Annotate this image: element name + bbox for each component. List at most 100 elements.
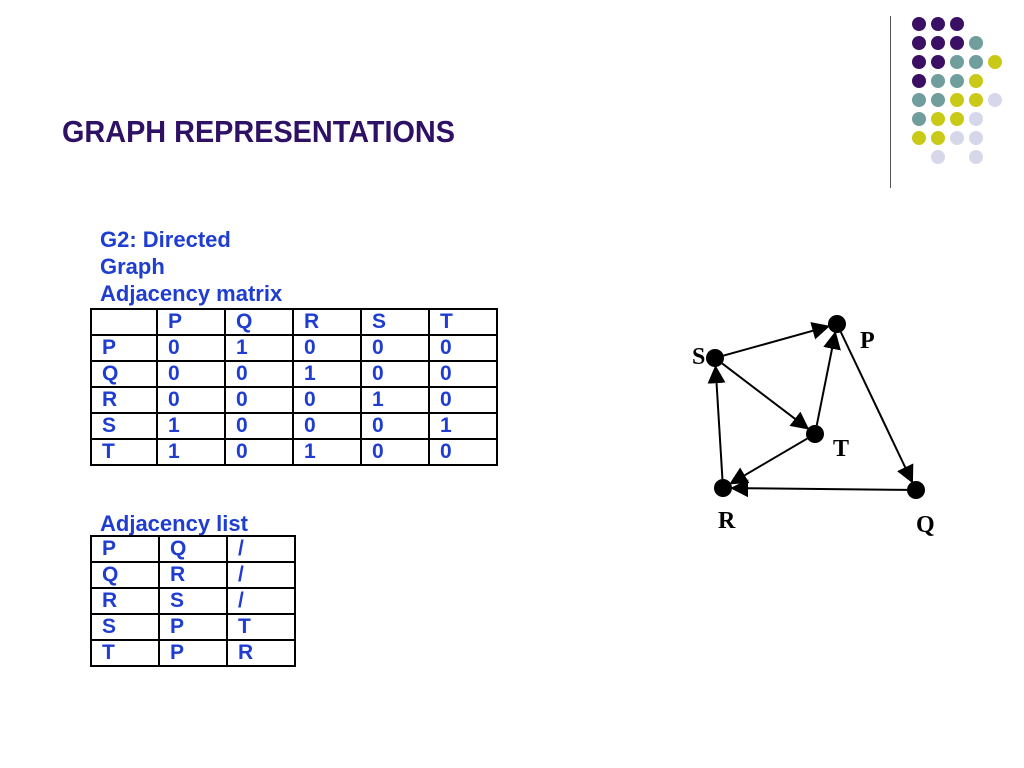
list-cell: R: [90, 587, 160, 615]
matrix-row-label: S: [90, 412, 158, 440]
matrix-cell: 0: [428, 438, 498, 466]
list-cell: S: [158, 587, 228, 615]
node-P: [828, 315, 846, 333]
node-label-S: S: [692, 344, 705, 370]
matrix-cell: 0: [156, 360, 226, 388]
matrix-cell: 1: [428, 412, 498, 440]
decorative-dot: [950, 112, 964, 126]
matrix-cell: 0: [224, 438, 294, 466]
list-cell: /: [226, 561, 296, 589]
list-cell: T: [90, 639, 160, 667]
matrix-row-label: Q: [90, 360, 158, 388]
matrix-cell: 1: [292, 360, 362, 388]
matrix-cell: 0: [156, 334, 226, 362]
list-cell: R: [226, 639, 296, 667]
adjacency-matrix-table: P Q R S T P 0 1 0 0 0 Q 0 0 1 0 0 R 0 0 …: [90, 308, 498, 466]
decorative-dot: [969, 93, 983, 107]
node-Q: [907, 481, 925, 499]
matrix-cell: 0: [224, 412, 294, 440]
list-cell: P: [158, 639, 228, 667]
list-cell: T: [226, 613, 296, 641]
decorative-dot: [931, 93, 945, 107]
matrix-cell: 0: [360, 360, 430, 388]
edge-T-R: [729, 437, 808, 485]
matrix-cell: 1: [292, 438, 362, 466]
matrix-row-label: P: [90, 334, 158, 362]
matrix-cell: 1: [360, 386, 430, 414]
matrix-header-row: P Q R S T: [90, 308, 498, 336]
node-R: [714, 479, 732, 497]
edge-T-P: [815, 331, 841, 426]
decorative-dot: [912, 74, 926, 88]
matrix-header-cell: T: [428, 308, 498, 336]
matrix-row: R 0 0 0 1 0: [90, 386, 498, 414]
decorative-dot: [931, 150, 945, 164]
list-row: P Q /: [90, 535, 296, 563]
matrix-corner-cell: [90, 308, 158, 336]
matrix-cell: 0: [428, 334, 498, 362]
list-cell: S: [90, 613, 160, 641]
edge-R-S: [707, 365, 726, 480]
decorative-dot: [969, 131, 983, 145]
matrix-cell: 1: [156, 412, 226, 440]
node-label-Q: Q: [916, 512, 935, 538]
decorative-dot: [912, 131, 926, 145]
decorative-dot: [969, 36, 983, 50]
slide-title: GRAPH REPRESENTATIONS: [62, 114, 455, 149]
decorative-dot: [912, 93, 926, 107]
decorative-dot: [969, 55, 983, 69]
edge-S-T: [721, 362, 810, 430]
decorative-dot: [988, 93, 1002, 107]
list-cell: /: [226, 587, 296, 615]
matrix-row: T 1 0 1 0 0: [90, 438, 498, 466]
matrix-caption-line: G2: Directed: [100, 227, 231, 252]
decorative-dot: [912, 112, 926, 126]
decorative-dot: [912, 36, 926, 50]
matrix-header-cell: S: [360, 308, 430, 336]
matrix-header-cell: R: [292, 308, 362, 336]
matrix-caption-line: Graph: [100, 254, 165, 279]
list-row: Q R /: [90, 561, 296, 589]
list-cell: Q: [158, 535, 228, 563]
matrix-caption-line: Adjacency matrix: [100, 281, 283, 306]
matrix-row: P 0 1 0 0 0: [90, 334, 498, 362]
decorative-dot: [912, 55, 926, 69]
decorative-dot: [931, 112, 945, 126]
matrix-row: S 1 0 0 0 1: [90, 412, 498, 440]
matrix-row: Q 0 0 1 0 0: [90, 360, 498, 388]
decorative-dot: [931, 131, 945, 145]
node-T: [806, 425, 824, 443]
matrix-caption: G2: Directed Graph Adjacency matrix: [100, 226, 282, 307]
decorative-dot: [988, 55, 1002, 69]
edge-S-P: [723, 322, 831, 357]
decorative-divider: [890, 16, 891, 188]
matrix-cell: 0: [360, 438, 430, 466]
decorative-dot: [950, 55, 964, 69]
list-cell: P: [158, 613, 228, 641]
edge-Q-R: [730, 479, 908, 498]
list-caption: Adjacency list: [100, 511, 248, 536]
matrix-cell: 0: [292, 334, 362, 362]
decorative-dot: [950, 17, 964, 31]
list-row: R S /: [90, 587, 296, 615]
node-S: [706, 349, 724, 367]
decorative-dot: [969, 74, 983, 88]
matrix-row-label: R: [90, 386, 158, 414]
matrix-header-cell: Q: [224, 308, 294, 336]
matrix-cell: 1: [156, 438, 226, 466]
decorative-dot: [950, 74, 964, 88]
edge-P-Q: [839, 331, 914, 484]
decorative-dot-pattern: [912, 17, 1002, 164]
list-row: S P T: [90, 613, 296, 641]
decorative-dot: [931, 55, 945, 69]
matrix-cell: 0: [428, 360, 498, 388]
adjacency-list-table: P Q / Q R / R S / S P T T P R: [90, 535, 296, 667]
matrix-cell: 0: [224, 360, 294, 388]
decorative-dot: [931, 74, 945, 88]
list-cell: P: [90, 535, 160, 563]
matrix-row-label: T: [90, 438, 158, 466]
list-cell: /: [226, 535, 296, 563]
list-cell: R: [158, 561, 228, 589]
list-cell: Q: [90, 561, 160, 589]
